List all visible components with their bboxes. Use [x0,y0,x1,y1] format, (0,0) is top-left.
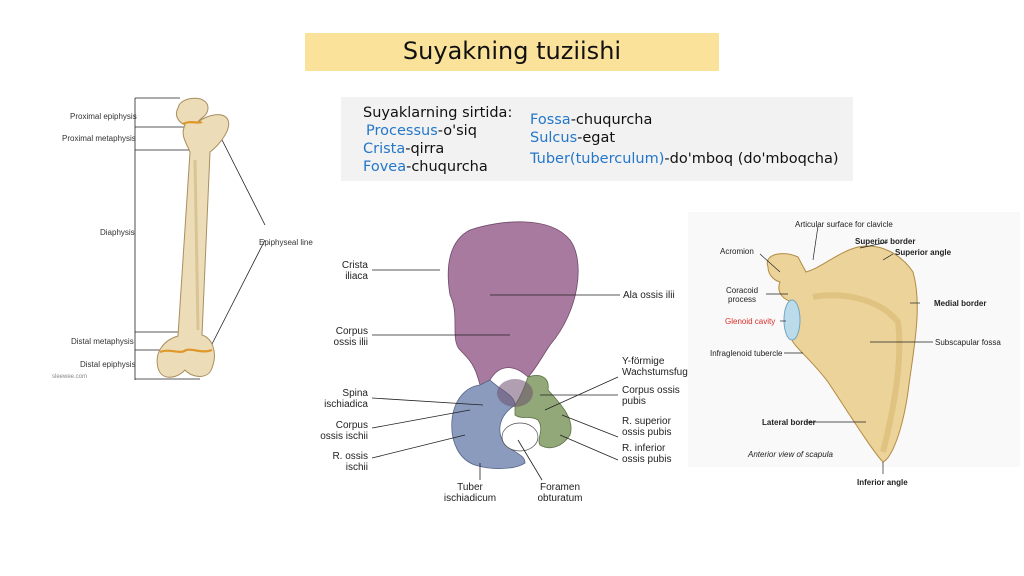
label-spina-ischiadica: Spina ischiadica [320,388,368,410]
term-uz: -qirra [405,141,444,157]
scapula-caption: Anterior view of scapula [748,450,833,459]
label-corpus-ossis-ilii: Corpus ossis ilii [320,326,368,348]
term-sulcus: Sulcus-egat [530,130,615,146]
label-distal-metaphysis: Distal metaphysis [71,337,134,346]
label-proximal-epiphysis: Proximal epiphysis [70,112,137,121]
label-superior-border: Superior border [855,237,915,246]
label-diaphysis: Diaphysis [100,228,135,237]
term-latin: Tuber(tuberculum) [530,151,664,167]
label-inferior-angle: Inferior angle [857,478,908,487]
label-infraglenoid-tubercle: Infraglenoid tubercle [710,349,783,358]
label-distal-epiphysis: Distal epiphysis [80,360,136,369]
label-y-formige: Y-förmige Wachstumsfuge [622,356,693,378]
label-glenoid-cavity: Glenoid cavity [725,317,775,326]
term-fossa: Fossa-chuqurcha [530,112,652,128]
label-medial-border: Medial border [934,299,986,308]
term-uz: -do'mboq (do'mboqcha) [664,151,838,167]
terms-box: Suyaklarning sirtida: Processus-o'siq Cr… [341,97,853,181]
term-latin: Fovea [363,159,406,175]
label-r-ossis-ischii: R. ossis ischii [320,451,368,473]
femur-watermark: sleewee.com [52,374,87,380]
term-uz: -o'siq [438,123,477,139]
term-uz: -chuqurcha [406,159,488,175]
label-tuber-ischiadicum: Tuber ischiadicum [440,482,500,504]
terms-heading: Suyaklarning sirtida: [363,105,512,121]
term-tuber: Tuber(tuberculum)-do'mboq (do'mboqcha) [530,151,839,167]
title-banner: Suyakning tuziishi [305,33,719,71]
term-latin: Processus [366,123,438,139]
label-corpus-ossis-pubis: Corpus ossis pubis [622,385,680,407]
label-ala-ossis-ilii: Ala ossis ilii [623,290,675,301]
label-r-superior-ossis-pubis: R. superior ossis pubis [622,416,671,438]
term-uz: -egat [577,130,615,146]
term-latin: Sulcus [530,130,577,146]
label-acromion: Acromion [720,247,754,256]
term-fovea: Fovea-chuqurcha [363,159,488,175]
label-subscapular-fossa: Subscapular fossa [935,338,1001,347]
label-crista-iliaca: Crista iliaca [340,260,368,282]
label-r-inferior-ossis-pubis: R. inferior ossis pubis [622,443,671,465]
term-crista: Crista-qirra [363,141,444,157]
term-uz: -chuqurcha [571,112,653,128]
label-coracoid-process: Coracoid process [726,286,758,304]
slide-title: Suyakning tuziishi [305,37,719,65]
label-proximal-metaphysis: Proximal metaphysis [62,134,136,143]
label-lateral-border: Lateral border [762,418,816,427]
label-superior-angle: Superior angle [895,248,951,257]
label-articular-surface: Articular surface for clavicle [795,220,893,229]
label-corpus-ossis-ischii: Corpus ossis ischii [310,420,368,442]
term-latin: Crista [363,141,405,157]
term-processus: Processus-o'siq [366,123,477,139]
label-foramen-obturatum: Foramen obturatum [530,482,590,504]
term-latin: Fossa [530,112,571,128]
